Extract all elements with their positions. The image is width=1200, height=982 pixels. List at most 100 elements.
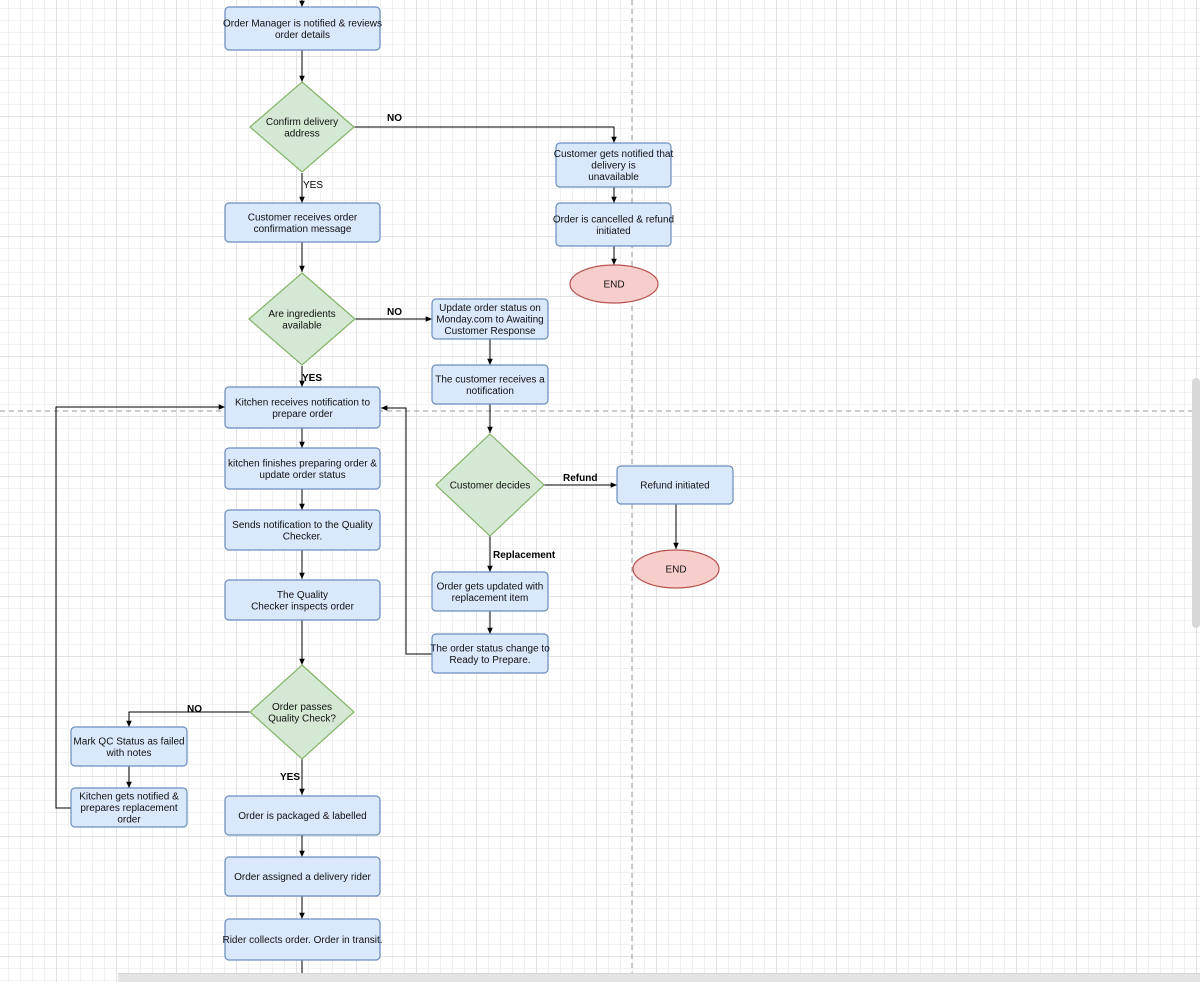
- edge-ready-to-kitchen: [381, 405, 433, 655]
- node-label: Monday.com to Awaiting: [436, 315, 543, 326]
- node-label: Customer gets notified that: [554, 149, 674, 160]
- node-label: prepares replacement: [80, 803, 177, 814]
- node-label: Refund initiated: [640, 481, 710, 492]
- node-shape: [431, 571, 549, 612]
- node-label: Mark QC Status as failed: [73, 736, 184, 747]
- node-label: kitchen finishes preparing order &: [228, 458, 377, 469]
- end-terminal[interactable]: END: [632, 549, 720, 589]
- node-label: order details: [275, 30, 330, 41]
- node-label: address: [284, 128, 320, 139]
- node-label: Rider collects order. Order in transit.: [222, 935, 382, 946]
- rider-assigned-step[interactable]: Order assigned a delivery rider: [224, 856, 381, 897]
- node-shape: [632, 549, 720, 589]
- node-shape: [70, 787, 188, 828]
- node-label: Checker.: [283, 531, 322, 542]
- node-label: Kitchen receives notification to: [235, 397, 371, 408]
- rider-collects-step[interactable]: Rider collects order. Order in transit.: [222, 918, 383, 961]
- node-shape: [431, 298, 549, 340]
- node-label: Checker inspects order: [251, 601, 354, 612]
- node-label: The customer receives a: [435, 374, 545, 385]
- node-label: Order passes: [272, 702, 332, 713]
- node-label: Customer decides: [450, 481, 531, 492]
- node-label: END: [665, 565, 686, 576]
- customer-decides-decision[interactable]: Customer decides: [435, 433, 545, 537]
- edge-label-refund: Refund: [563, 473, 597, 484]
- node-label: Order is packaged & labelled: [238, 811, 366, 822]
- node-shape: [224, 795, 381, 836]
- node-shape: [569, 264, 659, 304]
- edge-replacement-to-kitchen: [55, 404, 225, 809]
- node-label: notification: [466, 386, 514, 397]
- node-shape: [224, 856, 381, 897]
- kitchen-finishes-step[interactable]: kitchen finishes preparing order &update…: [224, 447, 381, 490]
- node-label: Kitchen gets notified &: [79, 792, 179, 803]
- node-shape: [616, 465, 734, 505]
- edge-label-qc-no: NO: [187, 704, 202, 715]
- node-label: The Quality: [277, 590, 328, 601]
- node-shape: [431, 633, 549, 674]
- kitchen-notified-step[interactable]: Kitchen receives notification toprepare …: [224, 386, 381, 429]
- packaged-step[interactable]: Order is packaged & labelled: [224, 795, 381, 836]
- node-shape: [249, 664, 355, 760]
- edge-label-ingredients-no: NO: [387, 307, 402, 318]
- node-label: END: [603, 280, 624, 291]
- node-shape: [224, 386, 381, 429]
- node-shape: [224, 579, 381, 621]
- end-terminal[interactable]: END: [569, 264, 659, 304]
- node-shape: [555, 142, 672, 188]
- node-label: Customer Response: [444, 326, 536, 337]
- node-label: Sends notification to the Quality: [232, 520, 373, 531]
- node-label: Are ingredients: [268, 309, 335, 320]
- edge-label-address-yes: YES: [303, 180, 323, 191]
- edge-label-address-no: NO: [387, 113, 402, 124]
- node-label: Customer receives order: [248, 212, 358, 223]
- node-label: The order status change to: [430, 643, 550, 654]
- node-label: available: [282, 320, 322, 331]
- node-label: replacement item: [452, 593, 529, 604]
- node-shape: [70, 726, 188, 767]
- node-shape: [224, 918, 381, 961]
- node-label: Order is cancelled & refund: [553, 214, 674, 225]
- node-label: confirmation message: [254, 224, 352, 235]
- node-label: Order assigned a delivery rider: [234, 872, 371, 883]
- node-shape: [431, 364, 549, 405]
- node-label: prepare order: [272, 409, 333, 420]
- node-shape: [248, 272, 356, 366]
- node-label: initiated: [596, 226, 630, 237]
- edge-label-ingredients-yes: YES: [302, 373, 322, 384]
- node-label: with notes: [105, 748, 151, 759]
- node-shape: [224, 447, 381, 490]
- node-label: unavailable: [588, 172, 639, 183]
- node-label: delivery is: [591, 161, 635, 172]
- node-label: update order status: [259, 470, 345, 481]
- node-shape: [224, 202, 381, 243]
- send-quality-check-step[interactable]: Sends notification to the QualityChecker…: [224, 509, 381, 551]
- kitchen-replacement-step[interactable]: Kitchen gets notified &prepares replacem…: [70, 787, 188, 828]
- vertical-scrollbar[interactable]: [1192, 378, 1200, 628]
- refund-initiated-step[interactable]: Refund initiated: [616, 465, 734, 505]
- node-label: Confirm delivery: [266, 117, 338, 128]
- node-label: Quality Check?: [268, 713, 336, 724]
- edge-qc-no: [126, 711, 250, 727]
- node-label: order: [117, 815, 141, 826]
- node-shape: [249, 81, 355, 173]
- node-label: Ready to Prepare.: [449, 655, 530, 666]
- node-shape: [435, 433, 545, 537]
- horizontal-scrollbar[interactable]: [118, 973, 1200, 982]
- edge-label-replacement: Replacement: [493, 550, 556, 561]
- node-label: Update order status on: [439, 303, 541, 314]
- order-manager-review-step[interactable]: Order Manager is notified & reviewsorder…: [223, 6, 382, 51]
